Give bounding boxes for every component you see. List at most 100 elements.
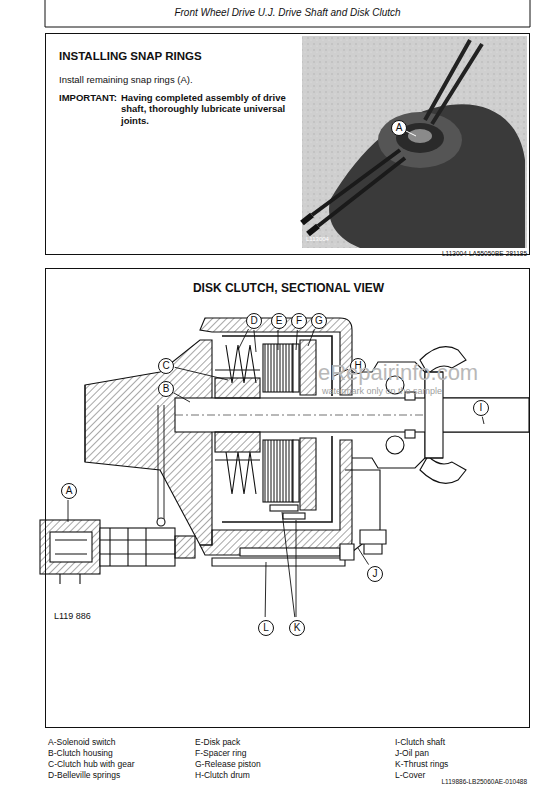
leader-line [358, 548, 369, 565]
leader-line [238, 329, 249, 350]
legend-entry: E-Disk pack [195, 738, 240, 748]
leader-line [296, 330, 297, 350]
leader-line [296, 520, 297, 617]
drawing-stroke [425, 40, 482, 124]
leader-line [282, 512, 295, 617]
drawing-stroke [215, 370, 260, 460]
callout-circle: I [473, 400, 489, 416]
figure-number: L119 886 [54, 611, 91, 621]
leader-lines [68, 134, 484, 617]
drawing-stroke [84, 385, 85, 462]
drawing-stroke [175, 398, 529, 432]
callout-circle: A [391, 120, 407, 136]
page-header: Front Wheel Drive U.J. Drive Shaft and D… [45, 7, 530, 19]
clutch-section [40, 318, 529, 584]
callout-letter: D [250, 316, 257, 326]
callout-circle: F [291, 313, 307, 329]
drawing-stroke [100, 540, 175, 554]
legend-entry: H-Clutch drum [195, 771, 250, 781]
leader-line [175, 367, 228, 380]
snap-ring-photo [302, 36, 527, 248]
leader-line [308, 329, 314, 346]
watermark: eRepairinfo.com [318, 360, 478, 385]
drawing-stroke [50, 532, 92, 562]
drawing-stroke [302, 36, 527, 248]
legend-entry: B-Clutch housing [48, 749, 113, 759]
drawing-stroke [215, 378, 260, 398]
drawing-stroke [40, 520, 100, 574]
drawing-stroke [364, 544, 382, 554]
leader-line [254, 330, 256, 352]
callout-letter: A [396, 123, 403, 133]
callout-circle: J [367, 566, 383, 582]
drawing-stroke [60, 574, 80, 584]
drawing-stroke [157, 518, 165, 526]
drawing-stroke [215, 432, 260, 452]
callout-circle: A [61, 483, 77, 499]
section-panel: DISK CLUTCH, SECTIONAL VIEWDEFGCHBIAJLK [45, 268, 530, 728]
legend-entry: A-Solenoid switch [48, 738, 116, 748]
drawing-stroke [312, 150, 405, 226]
callout-letter: A [66, 486, 73, 496]
callout-letter: C [162, 361, 169, 371]
drawing-stroke [408, 129, 432, 143]
callout-letter: K [294, 623, 301, 633]
callout-letter: J [373, 569, 378, 579]
leader-line [68, 500, 69, 522]
callout-circle: C [158, 358, 174, 374]
drawing-stroke [293, 344, 299, 392]
leader-line [482, 417, 484, 424]
callout-circle: G [311, 313, 327, 329]
drawing-stroke [100, 528, 175, 566]
legend-entry: K-Thrust rings [395, 760, 448, 770]
drawing-stroke [300, 340, 316, 395]
drawing-stroke [85, 340, 212, 545]
drawing-stroke [175, 536, 195, 558]
drawing-stroke [45, 27, 530, 28]
drawing-stroke [55, 540, 87, 554]
section-panel: INSTALLING SNAP RINGS Install remaining s… [45, 33, 530, 255]
watermark-note: watermark only on the sample [322, 386, 442, 396]
legend-entry: F-Spacer ring [195, 749, 247, 759]
drawing-stroke [406, 131, 416, 136]
legend-entry: I-Clutch shaft [395, 738, 445, 748]
callout-circle: B [158, 381, 174, 397]
panel-text: DISK CLUTCH, SECTIONAL VIEW [46, 281, 531, 295]
callout-circle: L [258, 620, 274, 636]
drawing-stroke [293, 440, 299, 502]
drawing-stroke [360, 530, 386, 544]
panel-text: IMPORTANT: [59, 92, 129, 103]
drawing-stroke [226, 345, 256, 383]
callout-letter: I [480, 403, 483, 413]
drawing-stroke [283, 513, 305, 519]
drawing-stroke [263, 440, 293, 502]
leader-line [265, 562, 267, 617]
drawing-stroke [240, 548, 340, 556]
drawing-stroke [420, 456, 466, 483]
callout-circle: E [271, 313, 287, 329]
page-frame [45, 0, 530, 27]
figure-code: L113004-LA55050BE-281185 [442, 250, 527, 257]
panel-text: Having completed assembly of drive shaft… [121, 92, 291, 126]
drawing-stroke [440, 398, 529, 432]
callout-circle: D [246, 313, 262, 329]
drawing-stroke [263, 344, 293, 392]
drawing-stroke [329, 104, 525, 248]
callout-letter: E [276, 316, 283, 326]
callout-letter: F [296, 316, 302, 326]
legend-entry: L-Cover [395, 771, 425, 781]
callout-circle: K [289, 620, 305, 636]
leader-line [278, 330, 279, 350]
panel-text: Install remaining snap rings (A). [59, 74, 299, 85]
legend-entry: C-Clutch hub with gear [48, 760, 134, 770]
drawing-stroke [222, 336, 332, 522]
drawing-stroke [158, 405, 164, 520]
panel-text: INSTALLING SNAP RINGS [59, 50, 299, 64]
legend-entry: D-Belleville springs [48, 771, 120, 781]
drawing-stroke [340, 544, 354, 560]
drawing-stroke [45, 0, 46, 27]
drawing-stroke [405, 430, 415, 438]
figure-code: L119886-LB25060AE-010488 [441, 778, 527, 785]
